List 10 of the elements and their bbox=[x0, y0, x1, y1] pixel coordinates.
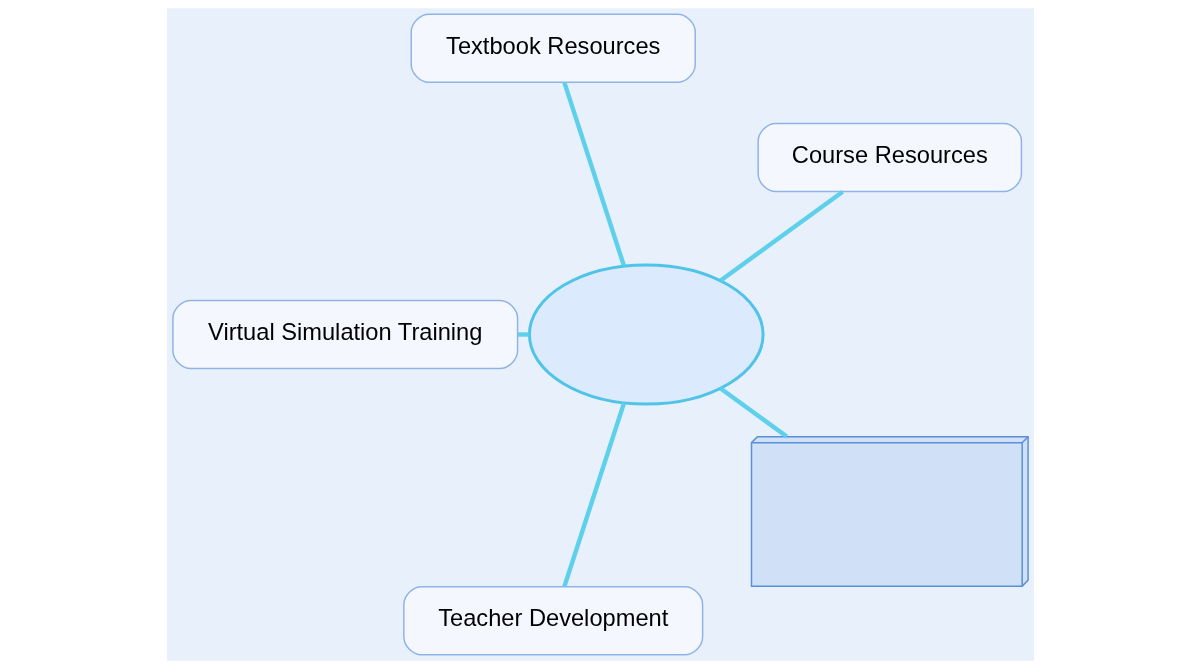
connector bbox=[561, 402, 626, 588]
node-box: Virtual Simulation Training bbox=[171, 299, 518, 370]
node-box: Teacher Development bbox=[402, 586, 703, 656]
connector bbox=[517, 332, 529, 337]
node-cloud bbox=[527, 263, 765, 406]
connector bbox=[718, 386, 788, 439]
node-box: Textbook Resources bbox=[410, 13, 696, 83]
connector bbox=[561, 81, 626, 267]
connector bbox=[718, 190, 844, 283]
node-box: Course Resources bbox=[756, 122, 1022, 193]
